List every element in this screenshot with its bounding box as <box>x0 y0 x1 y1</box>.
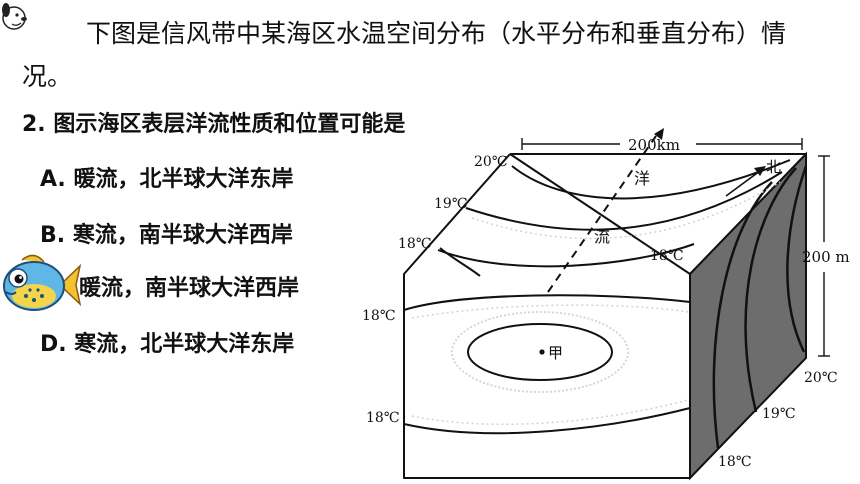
side-isotherms <box>712 165 808 449</box>
temp-label: 20℃ <box>804 370 837 386</box>
temp-label: 19℃ <box>434 196 467 212</box>
temp-label: 18℃ <box>398 236 431 252</box>
side-face-shading <box>689 151 807 481</box>
ocean-temperature-diagram: 甲 洋 流 北 200km 200 m 20℃ 19℃ 18℃ 18℃ 18℃ … <box>362 128 850 481</box>
temp-label: 19℃ <box>762 406 795 422</box>
option-a[interactable]: A. 暖流，北半球大洋东岸 <box>40 163 293 197</box>
option-c[interactable]: 暖流，南半球大洋西岸 <box>79 272 299 306</box>
temp-label: 18℃ <box>366 410 399 426</box>
option-b[interactable]: B. 寒流，南半球大洋西岸 <box>40 219 293 253</box>
point-jia-label: 甲 <box>548 344 563 362</box>
option-d[interactable]: D. 寒流，北半球大洋东岸 <box>40 328 294 362</box>
mascot-icon <box>2 3 27 30</box>
north-label: 北 <box>766 158 781 176</box>
depth-label: 200 m <box>802 248 850 266</box>
depth-dimension <box>818 155 830 357</box>
north-arrow-head-icon <box>754 166 766 176</box>
question-text: 2. 图示海区表层洋流性质和位置可能是 <box>22 112 406 137</box>
option-label: 寒流，南半球大洋西岸 <box>72 223 293 248</box>
option-label: 寒流，北半球大洋东岸 <box>74 332 295 357</box>
option-letter: B. <box>40 223 66 248</box>
option-letter: D. <box>40 332 67 357</box>
option-label: 暖流，北半球大洋东岸 <box>73 167 294 192</box>
width-dimension <box>521 138 803 150</box>
temp-label: 18℃ <box>650 248 683 264</box>
option-label: 暖流，南半球大洋西岸 <box>79 276 300 301</box>
intro-text: 下图是信风带中某海区水温空间分布（水平分布和垂直分布）情况。 <box>22 19 787 91</box>
front-isotherms <box>403 294 691 435</box>
arrow-head-icon <box>654 128 664 140</box>
temp-label: 20℃ <box>474 154 507 170</box>
noise-bands <box>411 181 781 425</box>
current-char-2: 流 <box>594 227 610 246</box>
current-char-1: 洋 <box>634 169 650 188</box>
width-label: 200km <box>628 136 680 154</box>
temp-label: 18℃ <box>718 454 751 470</box>
fish-sticker-icon <box>3 254 82 311</box>
point-jia-dot <box>539 349 545 355</box>
current-arrow <box>547 135 657 293</box>
temp-label: 18℃ <box>362 308 395 324</box>
option-letter: A. <box>40 167 66 192</box>
isotherm-ellipse <box>467 323 613 381</box>
